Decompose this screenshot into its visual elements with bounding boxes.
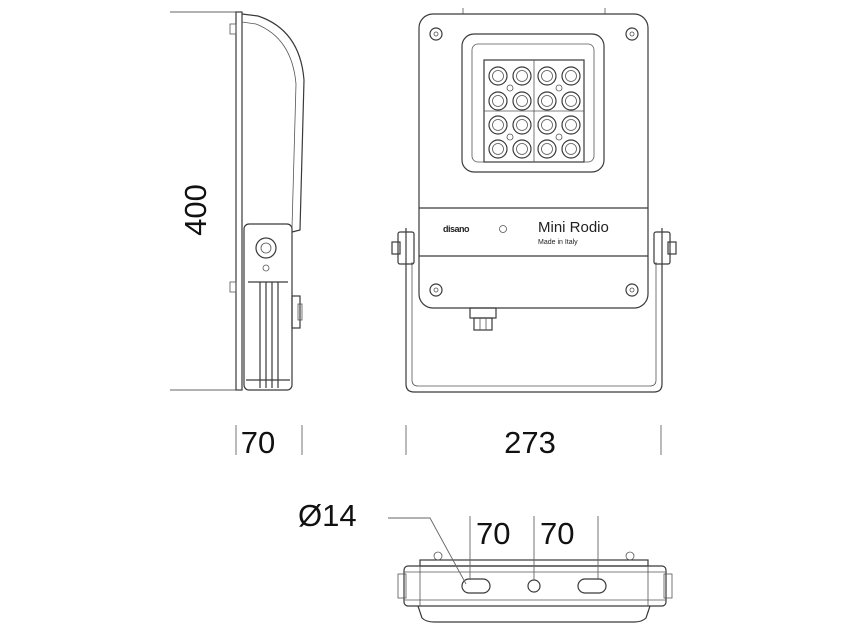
- product-name: Mini Rodio: [538, 219, 609, 236]
- led-lens: [488, 66, 508, 86]
- bottom-view: [397, 551, 673, 623]
- led-lens: [488, 115, 508, 135]
- led-lens-inner: [541, 95, 553, 107]
- led-lens-inner: [492, 95, 504, 107]
- width-dimension-label: 273: [504, 425, 556, 460]
- led-lens-inner: [541, 143, 553, 155]
- led-lens-inner: [492, 70, 504, 82]
- led-screw: [555, 133, 563, 141]
- hole-dimension: [388, 516, 599, 585]
- led-lens: [537, 91, 557, 111]
- led-lens-inner: [492, 143, 504, 155]
- led-lens-inner: [565, 95, 577, 107]
- width-dimension: [405, 425, 662, 455]
- led-lens: [512, 115, 532, 135]
- depth-dimension: [235, 425, 303, 455]
- led-lens: [537, 66, 557, 86]
- led-lens-inner: [565, 70, 577, 82]
- led-lens-inner: [516, 95, 528, 107]
- led-screw: [506, 84, 514, 92]
- led-screw: [555, 84, 563, 92]
- led-lens: [488, 139, 508, 159]
- led-lens-inner: [516, 143, 528, 155]
- led-lens: [537, 139, 557, 159]
- led-lens-icon: [488, 66, 581, 159]
- led-lens: [512, 66, 532, 86]
- depth-dimension-label: 70: [241, 425, 275, 460]
- front-view: disano Mini Rodio Made in Italy: [391, 8, 677, 393]
- side-view: [170, 11, 305, 391]
- led-lens: [561, 91, 581, 111]
- led-lens-inner: [541, 119, 553, 131]
- led-lens-inner: [492, 119, 504, 131]
- made-in-label: Made in Italy: [538, 239, 578, 246]
- led-screw: [506, 133, 514, 141]
- spacing-left-label: 70: [476, 516, 510, 551]
- hole-diameter-label: Ø14: [298, 498, 357, 533]
- corner-screw-icon: [429, 27, 639, 297]
- led-lens: [512, 139, 532, 159]
- led-lens: [561, 66, 581, 86]
- led-lens: [537, 115, 557, 135]
- spacing-right-label: 70: [540, 516, 574, 551]
- led-lens-inner: [565, 119, 577, 131]
- height-dimension-label: 400: [178, 184, 213, 236]
- led-lens: [512, 91, 532, 111]
- led-lens: [561, 139, 581, 159]
- brand-logo: disano: [443, 224, 470, 234]
- led-lens-inner: [541, 70, 553, 82]
- led-lens-inner: [516, 70, 528, 82]
- led-lens: [561, 115, 581, 135]
- led-lens-inner: [565, 143, 577, 155]
- led-lens-inner: [516, 119, 528, 131]
- led-lens: [488, 91, 508, 111]
